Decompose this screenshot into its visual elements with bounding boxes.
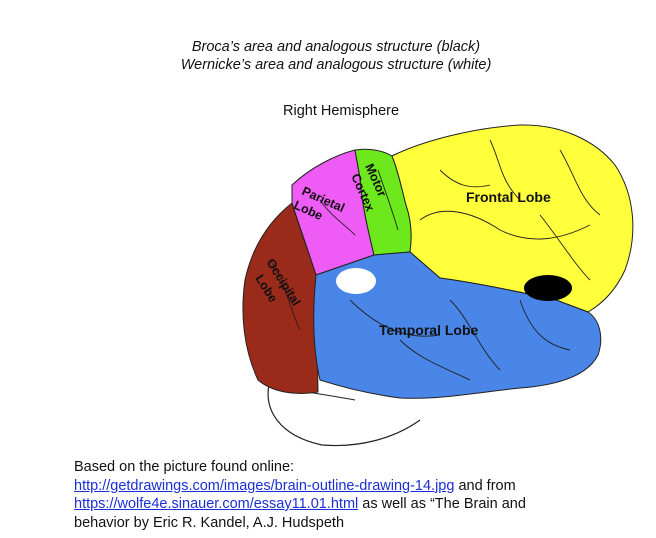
- wernicke-area: [336, 268, 376, 294]
- caption-broca: Broca’s area and analogous structure (bl…: [191, 39, 481, 55]
- brain-outline: [267, 379, 421, 447]
- broca-area: [524, 275, 572, 301]
- caption-wernicke: Wernicke’s area and analogous structure …: [180, 57, 492, 73]
- source-link-getdrawings[interactable]: http://getdrawings.com/images/brain-outl…: [74, 477, 455, 494]
- diagram-title: Right Hemisphere: [283, 103, 400, 119]
- footer-line2: http://getdrawings.com/images/brain-outl…: [74, 477, 634, 496]
- footer-tail1: as well as “The Brain and: [358, 496, 526, 512]
- sulci-lines: [269, 139, 601, 381]
- footer-line3: https://wolfe4e.sinauer.com/essay11.01.h…: [74, 495, 634, 514]
- brain-diagram: Frontal Lobe Temporal Lobe Parietal Lobe…: [242, 124, 634, 447]
- label-frontal-lobe: Frontal Lobe: [466, 189, 551, 205]
- footer-tail2: behavior by Eric R. Kandel, A.J. Hudspet…: [74, 514, 345, 531]
- source-link-sinauer[interactable]: https://wolfe4e.sinauer.com/essay11.01.h…: [74, 496, 359, 512]
- source-footer: Based on the picture found online: http:…: [74, 458, 634, 532]
- footer-and-from: and from: [454, 477, 516, 494]
- frontal-lobe: [391, 124, 634, 313]
- label-temporal-lobe: Temporal Lobe: [379, 322, 479, 338]
- footer-intro: Based on the picture found online:: [74, 459, 295, 475]
